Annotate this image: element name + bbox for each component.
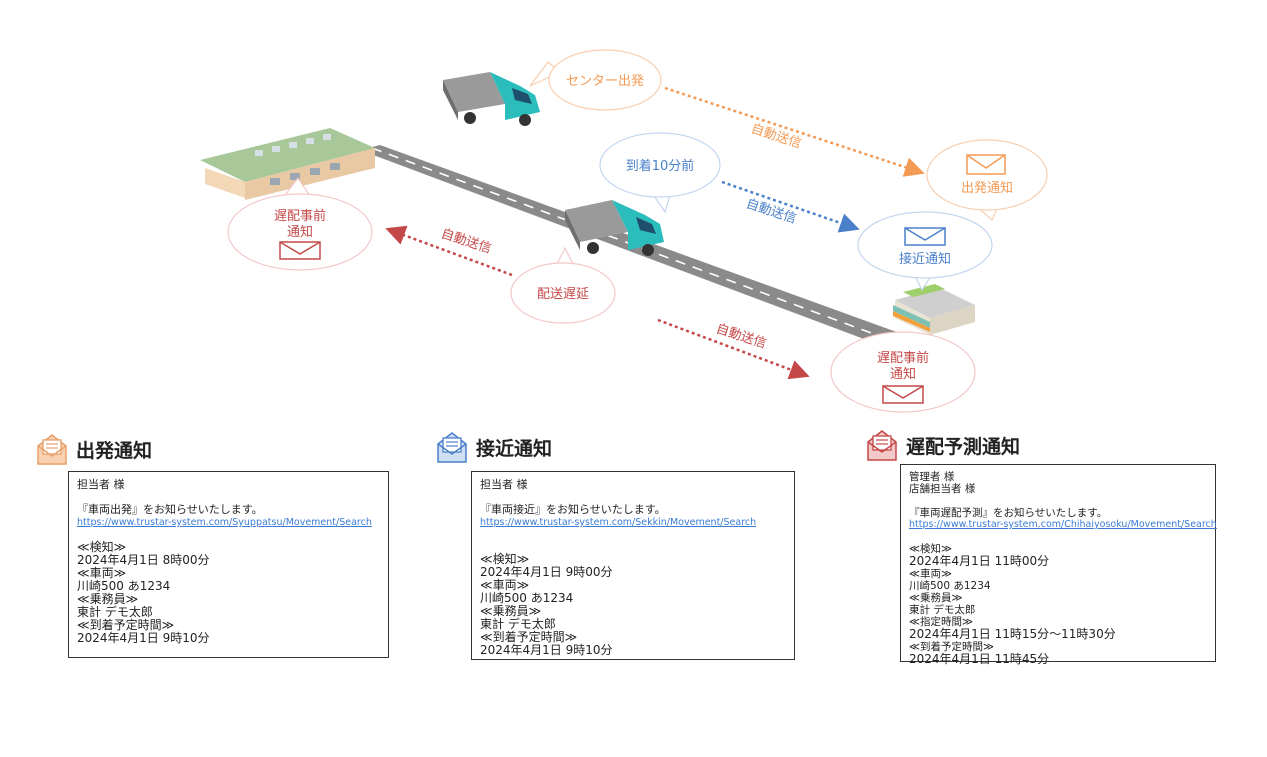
message-line: 2024年4月1日 9時10分	[77, 631, 210, 645]
message-line: ≪検知≫	[480, 552, 530, 566]
delay-bubble: 配送遅延	[510, 246, 616, 324]
message-line: 『車両遅配予測』をお知らせいたします。	[909, 507, 1108, 519]
center-depart-bubble: センター出発	[529, 49, 662, 111]
message-line: ≪車両≫	[77, 566, 127, 580]
message-line: ≪検知≫	[909, 543, 952, 555]
auto-send-label: 自動送信	[749, 122, 803, 152]
message-line: 川崎500 あ1234	[480, 591, 574, 605]
message-line: ≪車両≫	[909, 568, 952, 580]
message-line: 2024年4月1日 9時10分	[480, 643, 613, 657]
message-line: 担当者 様	[77, 478, 125, 491]
depart-notice-title: 出発通知	[36, 432, 152, 466]
delay-notice-bubble-left: 遅配事前 通知	[227, 176, 373, 271]
message-line: ≪車両≫	[480, 578, 530, 592]
section-title-text: 接近通知	[476, 437, 553, 460]
message-line: ≪到着予定時間≫	[909, 641, 994, 653]
message-line: 2024年4月1日 9時00分	[480, 565, 613, 579]
message-line: 2024年4月1日 8時00分	[77, 553, 210, 567]
delay-forecast-notice-title: 遅配予測通知	[866, 428, 1020, 462]
message-line: 川崎500 あ1234	[909, 580, 991, 592]
depart-notice-message: 担当者 様 『車両出発』をお知らせいたします。 https://www.trus…	[68, 471, 389, 658]
message-line: 川崎500 あ1234	[77, 579, 171, 593]
depart-notice-bubble: 出発通知	[926, 139, 1048, 221]
store-icon	[893, 284, 975, 335]
delay-notice-bubble-right: 遅配事前 通知	[830, 331, 976, 413]
message-line: ≪指定時間≫	[909, 616, 973, 628]
approach-notice-bubble: 接近通知	[857, 211, 993, 292]
message-line: ≪乗務員≫	[909, 592, 963, 604]
message-line: ≪乗務員≫	[77, 592, 139, 606]
message-url-link[interactable]: https://www.trustar-system.com/Sekkin/Mo…	[480, 517, 757, 528]
center-depart-label: センター出発	[566, 74, 644, 89]
delivery-flow-diagram: センター出発 自動送信 出発通知 到着10分前 自動送信 接近通知 遅配事前	[200, 49, 1048, 413]
message-line: 店舗担当者 様	[909, 483, 976, 495]
mail-open-icon	[37, 434, 67, 465]
message-line: ≪検知≫	[77, 540, 127, 554]
delay-notice-label: 遅配事前	[274, 208, 326, 224]
auto-send-label: 自動送信	[744, 197, 798, 227]
message-line: ≪乗務員≫	[480, 604, 542, 618]
auto-send-arrow-red-right	[657, 318, 810, 380]
message-line: 東計 デモ太郎	[480, 617, 556, 631]
approach-notice-message: 担当者 様 『車両接近』をお知らせいたします。 https://www.trus…	[471, 471, 795, 660]
arrive-10min-label: 到着10分前	[626, 158, 695, 174]
message-line: 2024年4月1日 11時45分	[909, 652, 1050, 666]
auto-send-arrow-red-left	[385, 225, 513, 277]
message-line: ≪到着予定時間≫	[77, 618, 175, 632]
message-line: 管理者 様	[909, 471, 955, 483]
delay-notice-label: 通知	[890, 366, 916, 382]
truck-icon	[443, 72, 540, 126]
envelope-icon	[279, 241, 321, 260]
delay-forecast-notice-message: 管理者 様 店舗担当者 様 『車両遅配予測』をお知らせいたします。 https:…	[900, 464, 1217, 666]
approach-notice-label: 接近通知	[899, 251, 951, 267]
message-line: 2024年4月1日 11時00分	[909, 554, 1050, 568]
delay-label: 配送遅延	[537, 287, 589, 302]
delay-notice-label: 遅配事前	[877, 350, 929, 366]
envelope-icon	[882, 385, 924, 404]
warehouse-icon	[200, 128, 375, 200]
envelope-icon	[904, 227, 946, 246]
message-line: 東計 デモ太郎	[77, 605, 153, 619]
message-line: 『車両接近』をお知らせいたします。	[480, 503, 666, 516]
auto-send-label: 自動送信	[714, 322, 768, 352]
arrive-10min-bubble: 到着10分前	[599, 132, 721, 214]
message-line: 『車両出発』をお知らせいたします。	[77, 503, 263, 516]
section-title-text: 遅配予測通知	[906, 435, 1021, 458]
section-title-text: 出発通知	[76, 439, 153, 462]
auto-send-arrow-orange	[664, 86, 925, 177]
envelope-icon	[966, 154, 1006, 175]
message-line: 東計 デモ太郎	[909, 604, 976, 616]
message-url-link[interactable]: https://www.trustar-system.com/Syuppatsu…	[77, 517, 372, 528]
message-line: 2024年4月1日 11時15分～11時30分	[909, 627, 1116, 641]
message-line: ≪到着予定時間≫	[480, 630, 578, 644]
mail-open-icon	[437, 432, 467, 463]
delay-notice-label: 通知	[287, 224, 313, 240]
approach-notice-title: 接近通知	[436, 430, 552, 464]
message-url-link[interactable]: https://www.trustar-system.com/Chihaiyos…	[909, 519, 1217, 530]
depart-notice-label: 出発通知	[961, 180, 1013, 196]
message-line: 担当者 様	[480, 478, 528, 491]
mail-open-icon	[867, 430, 897, 461]
truck-icon	[565, 200, 664, 256]
